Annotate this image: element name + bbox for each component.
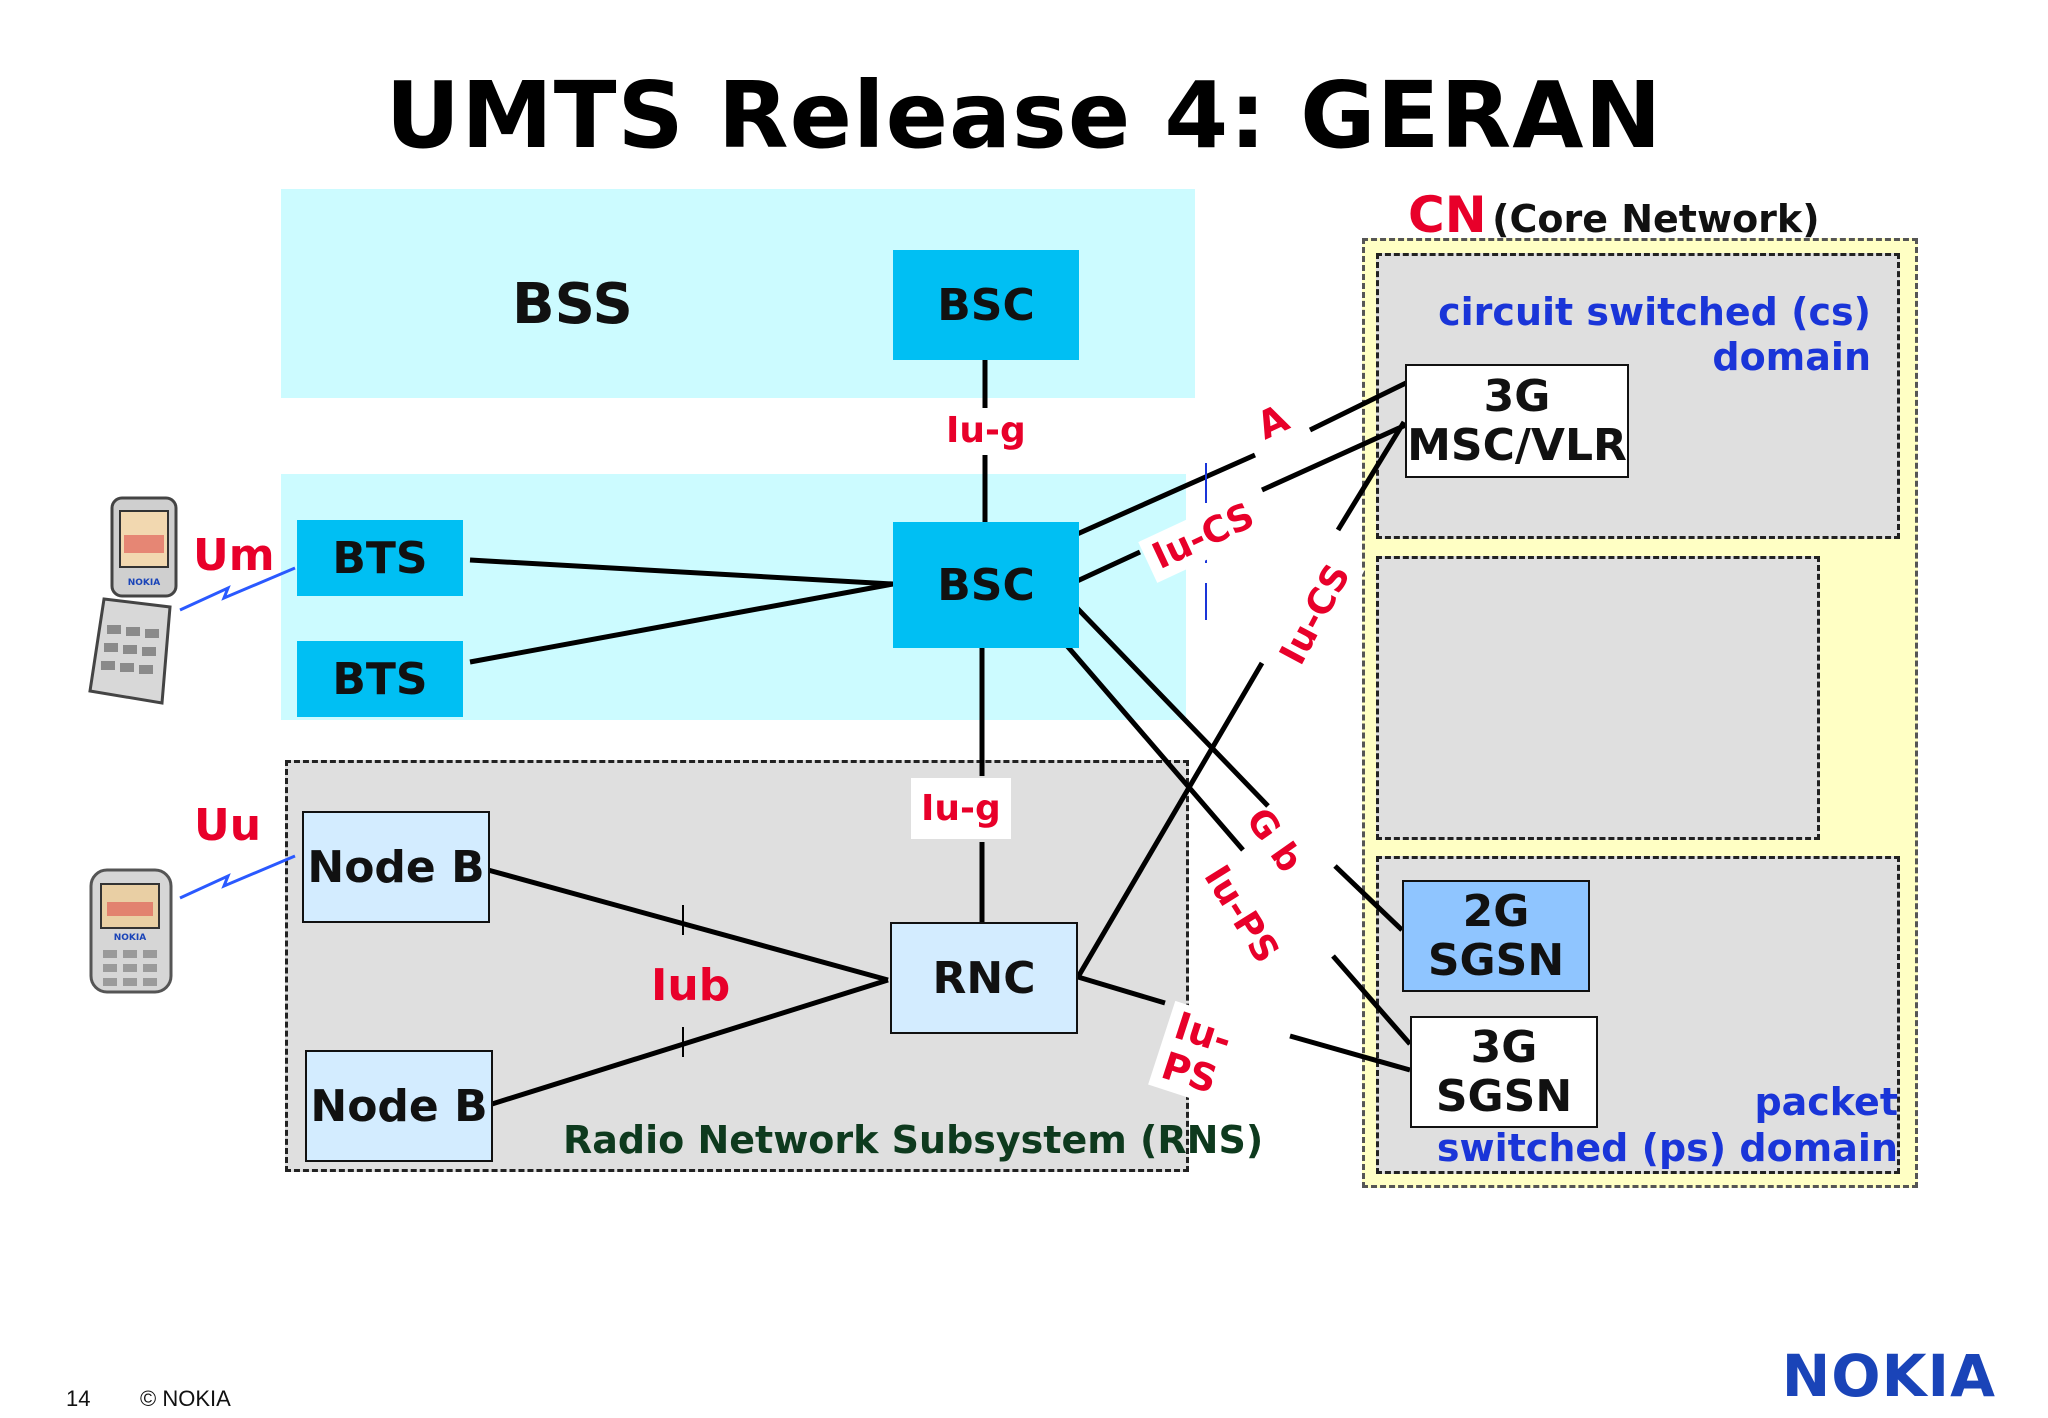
rns-label: Radio Network Subsystem (RNS) bbox=[563, 1118, 1264, 1162]
msc-vlr-node: 3G MSC/VLR bbox=[1405, 364, 1629, 478]
radio-bolt-uu bbox=[179, 854, 296, 900]
link-nodeb1-rnc bbox=[487, 867, 889, 983]
cn-middle-box bbox=[1376, 556, 1820, 840]
sgsn2g-label-line2: SGSN bbox=[1427, 935, 1565, 986]
radio-bolt-um bbox=[179, 566, 296, 612]
cn-sublabel: (Core Network) bbox=[1492, 197, 1820, 241]
sgsn2g-label-line1: 2G bbox=[1462, 885, 1530, 937]
ps-domain-label: packet switched (ps) domain bbox=[1437, 1080, 1898, 1171]
bts-node-1: BTS bbox=[297, 520, 463, 596]
bsc-node: BSC bbox=[893, 522, 1079, 648]
link-rnc-iucs-right bbox=[1075, 661, 1265, 979]
ps-domain-line1: packet bbox=[1754, 1080, 1898, 1124]
link-a-msc bbox=[1308, 379, 1410, 433]
cs-domain-label: circuit switched (cs) domain bbox=[1438, 290, 1871, 380]
cn-title: CN (Core Network) bbox=[1408, 186, 1820, 244]
sgsn3g-label-line2: SGSN bbox=[1435, 1071, 1573, 1122]
link-gb-2gsgsn bbox=[1333, 864, 1404, 932]
link-bsc-a bbox=[1073, 452, 1257, 538]
link-iucs-msc bbox=[1260, 421, 1410, 493]
uu-interface-label: Uu bbox=[194, 800, 262, 851]
sgsn3g-label-line1: 3G bbox=[1470, 1021, 1538, 1073]
link-bsc-iucs bbox=[1073, 549, 1142, 585]
page-number: 14 bbox=[66, 1386, 91, 1411]
rnc-node: RNC bbox=[890, 922, 1078, 1034]
bsc-top-node: BSC bbox=[893, 250, 1079, 360]
cs-domain-line2: domain bbox=[1712, 334, 1871, 379]
link-bts1-bsc bbox=[469, 557, 894, 587]
link-bts2-bsc bbox=[469, 581, 894, 665]
bts-node-2: BTS bbox=[297, 641, 463, 717]
rnc-label: RNC bbox=[932, 952, 1036, 1004]
sgsn-2g-node: 2G SGSN bbox=[1402, 880, 1590, 992]
msc-label-line1: 3G bbox=[1483, 370, 1551, 422]
iug-bottom-label: Iu-g bbox=[911, 778, 1011, 839]
smartphone-icon: NOKIA bbox=[89, 868, 173, 994]
um-interface-label: Um bbox=[193, 530, 275, 581]
page-title: UMTS Release 4: GERAN bbox=[385, 62, 1663, 169]
bss-label: BSS bbox=[512, 272, 633, 337]
sgsn-3g-node: 3G SGSN bbox=[1410, 1016, 1598, 1128]
link-nodeb2-rnc bbox=[491, 977, 889, 1107]
iug-top-label: Iu-g bbox=[938, 408, 1034, 453]
link-iups-3gsgsn bbox=[1331, 954, 1412, 1046]
msc-label-line2: MSC/VLR bbox=[1407, 420, 1627, 471]
flip-phone-icon: NOKIA bbox=[88, 496, 178, 705]
link-bsc-iups bbox=[1060, 638, 1245, 852]
link-iucs-right-msc bbox=[1335, 420, 1407, 532]
cn-label: CN bbox=[1408, 186, 1487, 244]
cs-domain-line1: circuit switched (cs) bbox=[1438, 290, 1871, 334]
link-rnc-iups bbox=[1077, 974, 1166, 1006]
copyright-text: © NOKIA bbox=[140, 1386, 231, 1411]
ps-domain-line2: switched (ps) domain bbox=[1436, 1125, 1898, 1170]
iub-interface-label: Iub bbox=[651, 960, 731, 1011]
node-b-2: Node B bbox=[305, 1050, 493, 1162]
nokia-logo: NOKIA bbox=[1781, 1342, 1996, 1410]
node-b-1: Node B bbox=[302, 811, 490, 923]
phone-brand-top: NOKIA bbox=[128, 578, 161, 588]
phone-brand-bottom: NOKIA bbox=[114, 933, 147, 943]
link-bsc-gb bbox=[1075, 606, 1270, 808]
link-iups-lower-3gsgsn bbox=[1289, 1033, 1411, 1073]
